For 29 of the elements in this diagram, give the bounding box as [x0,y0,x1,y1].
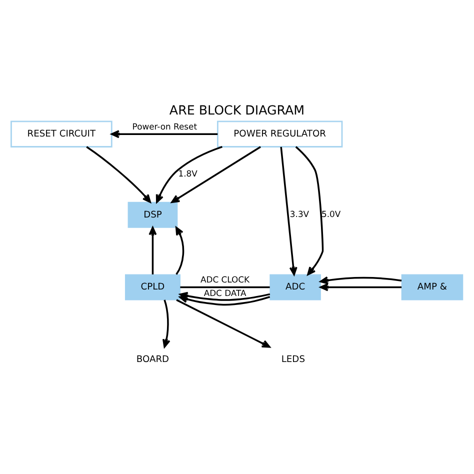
node-text: LEDS [281,354,306,365]
node-box: AMP & [401,274,464,300]
edge-label: ADC CLOCK [200,274,250,285]
node-box: CPLD [124,274,180,300]
arrow [86,146,151,203]
arrow [162,300,170,348]
node-box: RESET CIRCUIT [10,120,112,148]
node-box: DSP [128,202,178,228]
edge-label: ADC DATA [204,288,246,298]
edge-label: Power-on Reset [132,122,198,132]
arrow [110,130,218,138]
arrow [295,146,324,276]
arrow [175,226,184,275]
node-box: ADC [270,274,321,300]
edge-label: 1.8V [178,168,198,179]
arrow [171,146,261,204]
diagram-title: ARE BLOCK DIAGRAM [169,102,305,118]
arrow [179,292,270,301]
arrow [156,146,222,203]
arrow [320,276,402,284]
arrow [320,283,402,292]
arrow [176,299,270,348]
arrow [280,146,298,276]
connector [180,286,270,288]
node-box: POWER REGULATOR [216,120,343,148]
node-text: BOARD [136,354,170,365]
arrow [148,226,157,274]
edge-label: 5.0V [322,209,341,220]
edge-label: 3.3V [290,209,310,220]
